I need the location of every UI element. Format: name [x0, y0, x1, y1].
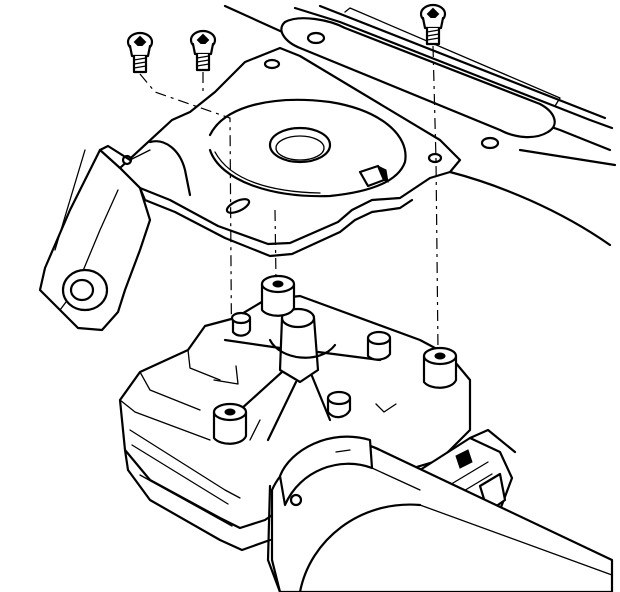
- screw: [189, 29, 217, 72]
- mounting-boss: [260, 274, 296, 317]
- beam-hole: [306, 31, 326, 45]
- bracket-hole: [427, 152, 443, 164]
- screw: [126, 31, 154, 74]
- bracket-slot: [225, 198, 251, 214]
- mounting-boss: [212, 402, 248, 445]
- bracket-hole: [263, 58, 281, 70]
- steering-shaft: [266, 435, 614, 592]
- screw: [419, 3, 447, 46]
- beam-hole: [480, 136, 500, 150]
- mounting-bracket: [38, 46, 462, 332]
- mounting-boss: [422, 346, 458, 389]
- alignment-lines: [139, 45, 439, 411]
- center-hole: [268, 126, 332, 164]
- support-beam: [223, 4, 617, 247]
